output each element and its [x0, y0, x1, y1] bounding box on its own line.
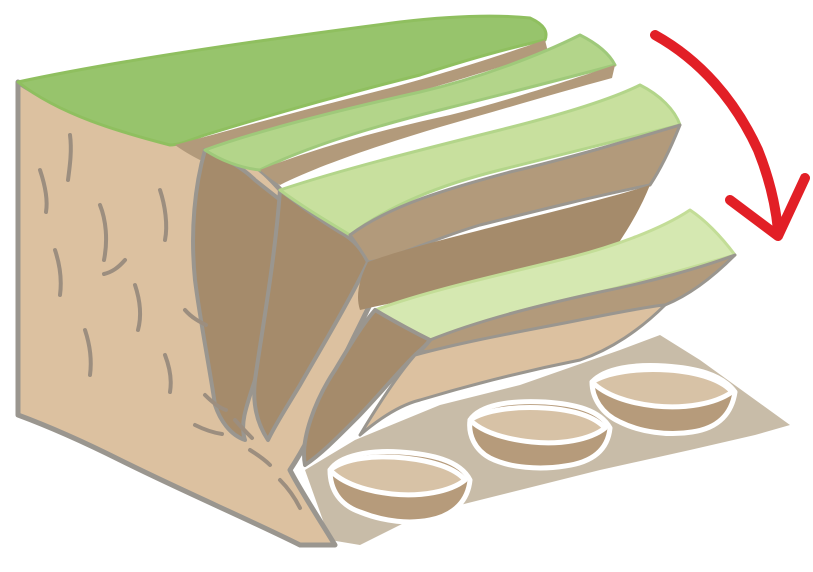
curved-arrow-icon	[655, 35, 805, 236]
boulder-2	[470, 402, 610, 468]
